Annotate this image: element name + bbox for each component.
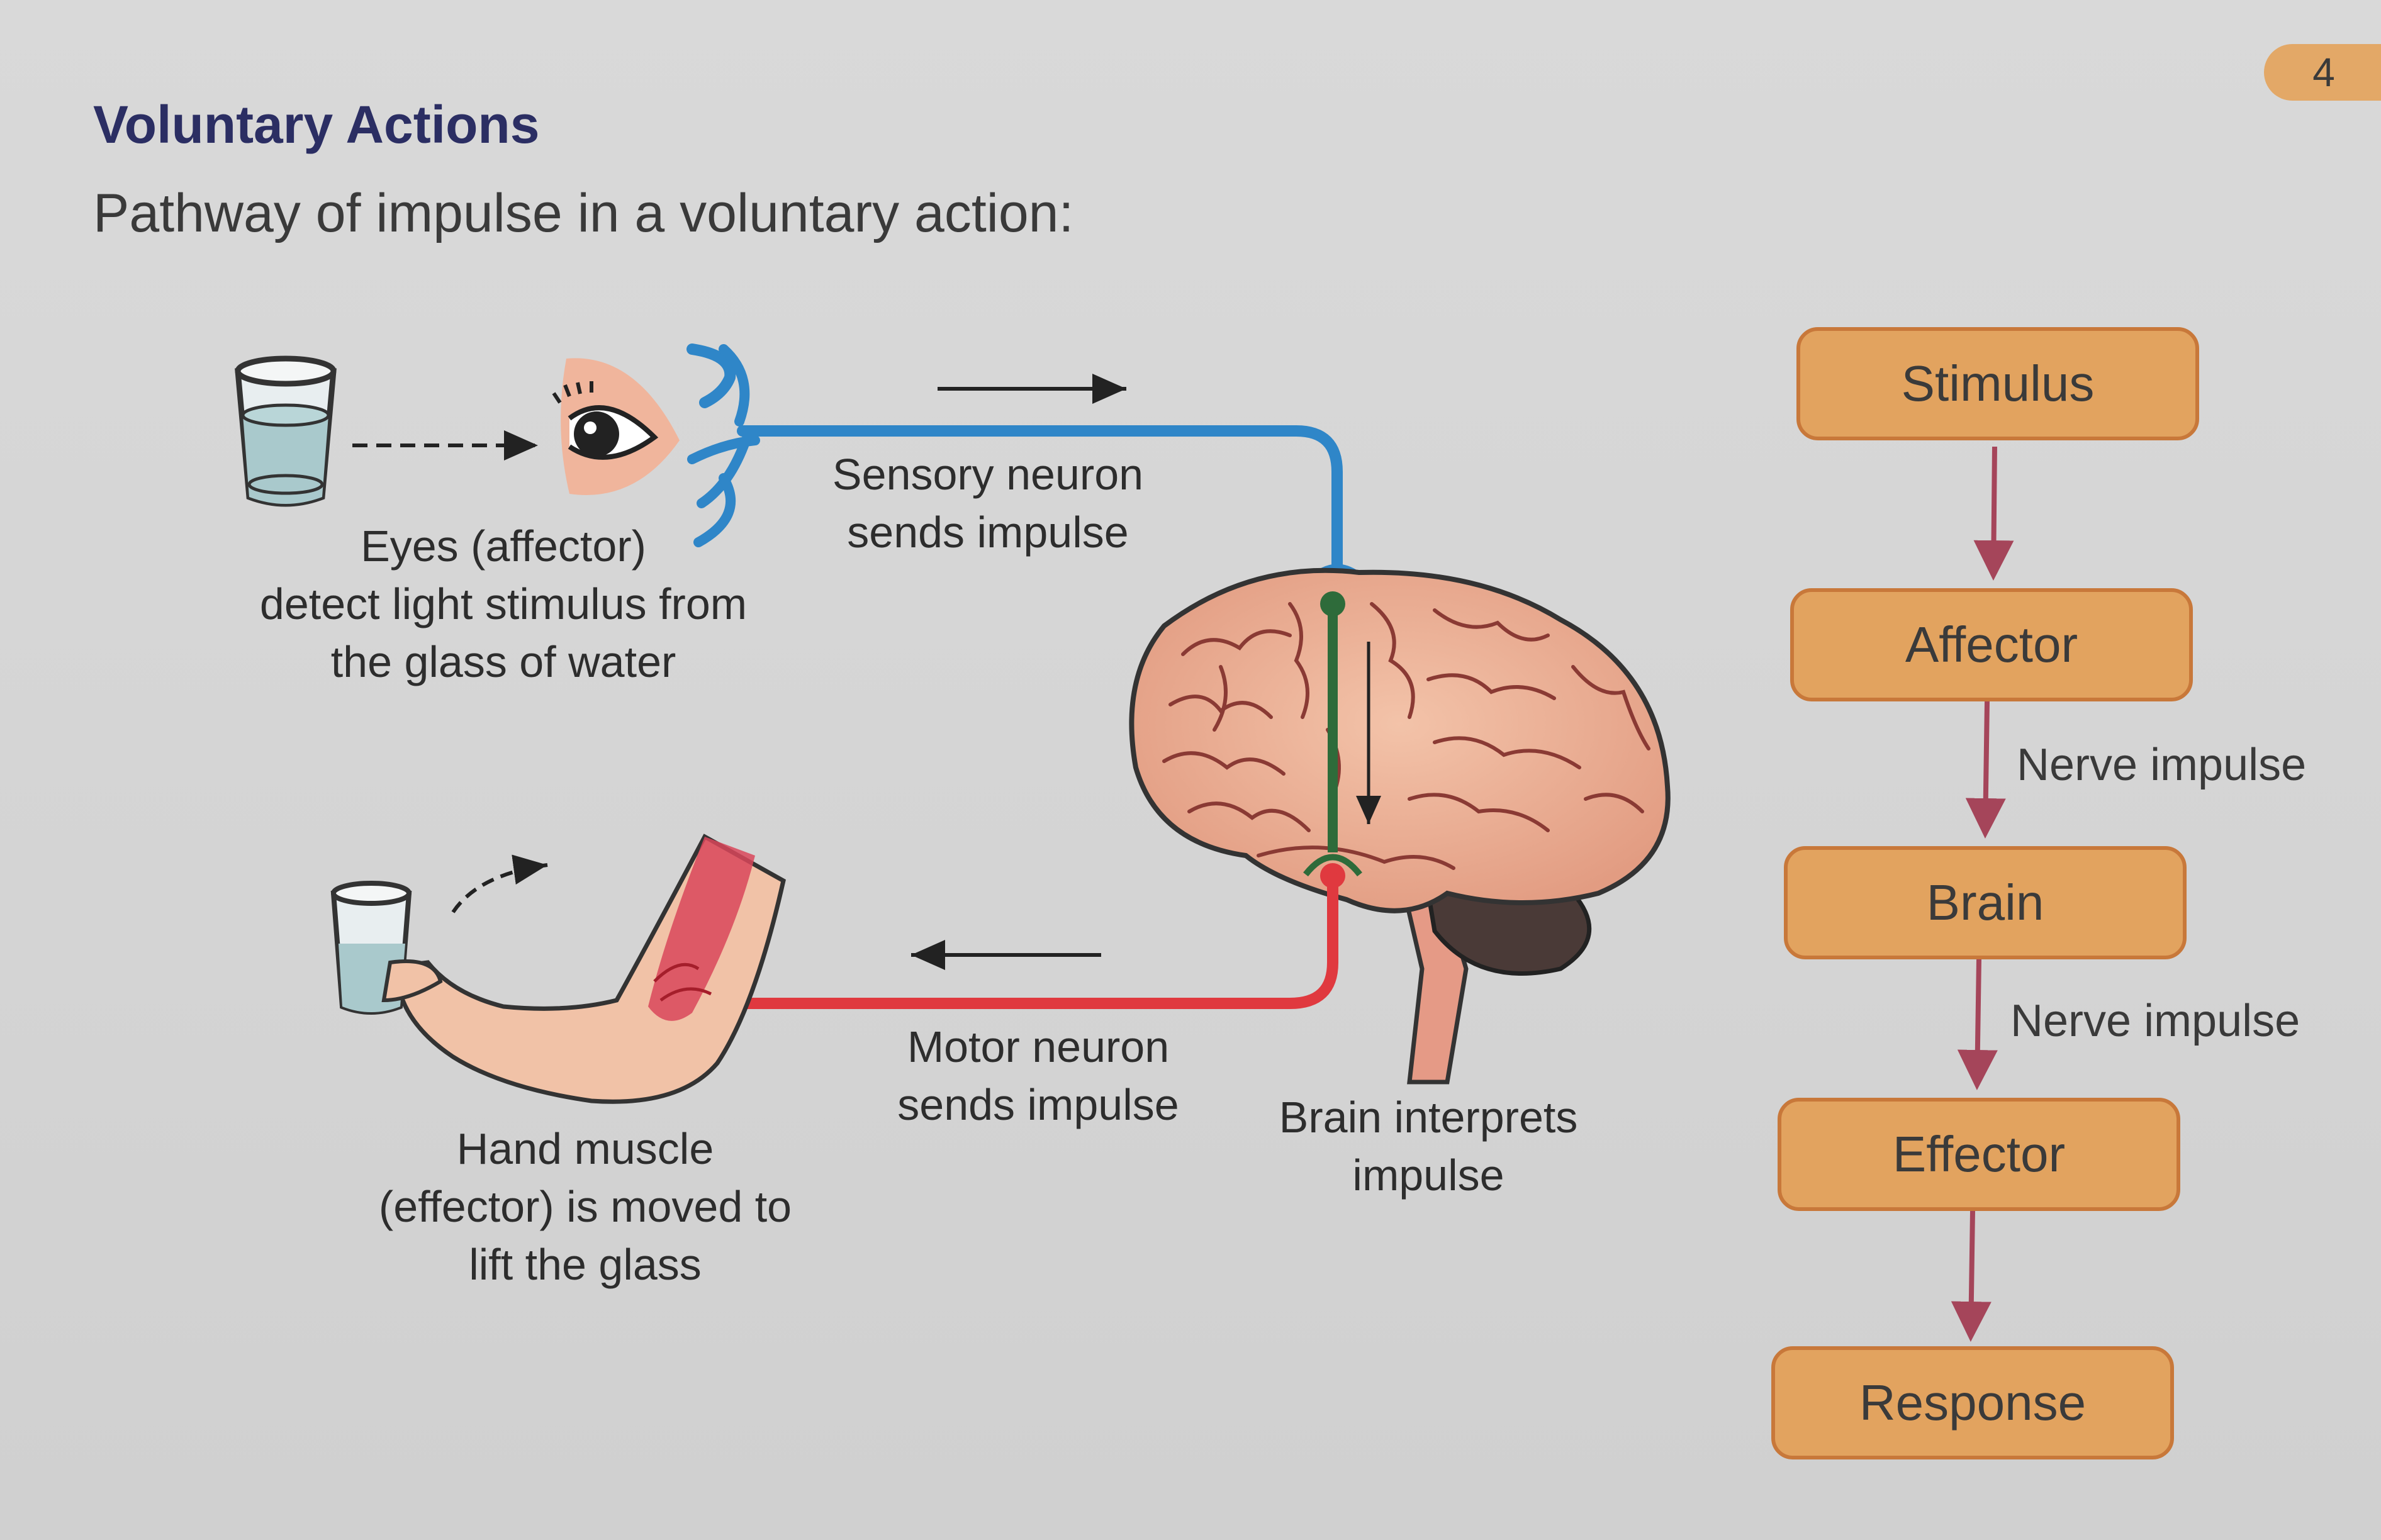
sensory-neuron — [686, 343, 1369, 586]
page-number-badge: 4 — [2264, 44, 2381, 101]
brain-caption: Brain interprets impulse — [1252, 1088, 1605, 1204]
hand-caption-line-2: (effector) is moved to — [378, 1182, 792, 1231]
page-number: 4 — [2312, 50, 2335, 95]
flow-step-effector: Effector — [1778, 1098, 2180, 1211]
flow-step-stimulus: Stimulus — [1796, 327, 2199, 440]
flow-step-response: Response — [1771, 1346, 2174, 1459]
eye-icon — [552, 358, 680, 495]
eyes-caption-line-2: detect light stimulus from — [259, 579, 748, 628]
hand-movement-arrow — [451, 854, 548, 913]
hand-caption-line-1: Hand muscle — [456, 1124, 714, 1173]
arm-hand-icon — [330, 834, 786, 1104]
hand-muscle-caption: Hand muscle (effector) is moved to lift … — [340, 1120, 831, 1293]
flow-step-affector: Affector — [1790, 588, 2193, 701]
flow-step-brain: Brain — [1784, 846, 2187, 959]
eyes-caption: Eyes (affector) detect light stimulus fr… — [214, 517, 793, 691]
motor-neuron-caption: Motor neuron sends impulse — [856, 1018, 1221, 1134]
sensory-caption-line-1: Sensory neuron — [832, 450, 1144, 499]
brain-icon — [1129, 567, 1671, 1085]
section-title: Voluntary Actions — [93, 95, 540, 154]
brain-caption-line-2: impulse — [1352, 1151, 1504, 1200]
hand-caption-line-3: lift the glass — [469, 1240, 702, 1289]
sensory-caption-line-2: sends impulse — [847, 508, 1129, 557]
nerve-impulse-label-2: Nerve impulse — [2010, 996, 2300, 1046]
eyes-caption-line-1: Eyes (affector) — [361, 522, 646, 571]
intro-text: Pathway of impulse in a voluntary action… — [93, 183, 1074, 243]
glass-of-water-icon — [235, 355, 337, 507]
motor-caption-line-1: Motor neuron — [907, 1022, 1170, 1071]
motor-caption-line-2: sends impulse — [897, 1080, 1179, 1129]
eyes-caption-line-3: the glass of water — [330, 637, 676, 686]
nerve-impulse-label-1: Nerve impulse — [2017, 740, 2307, 790]
flowchart-connectors — [1951, 446, 2014, 1342]
brain-caption-line-1: Brain interprets — [1279, 1093, 1578, 1142]
sensory-neuron-caption: Sensory neuron sends impulse — [805, 445, 1170, 561]
